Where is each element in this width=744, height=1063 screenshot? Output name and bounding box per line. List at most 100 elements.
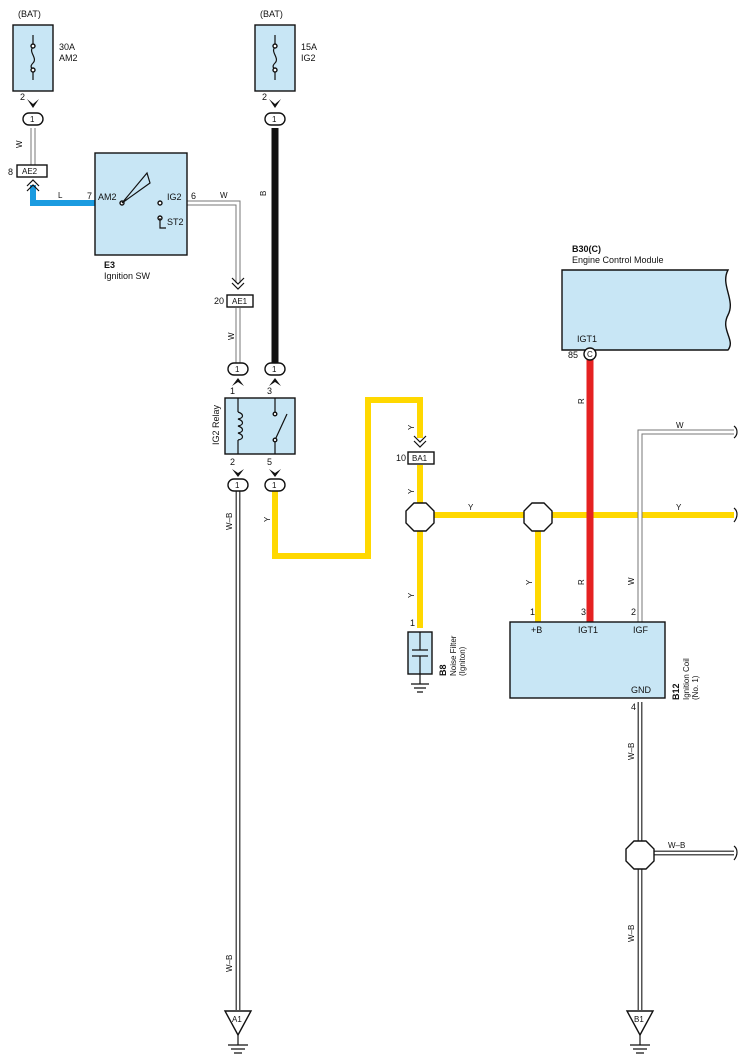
wire-label-wb1: W–B [225, 513, 234, 530]
wire-label-wb2: W–B [225, 955, 234, 972]
junction-1 [405, 502, 435, 532]
wire-label-wb5: W–B [627, 925, 636, 942]
svg-text:2: 2 [631, 607, 636, 617]
wire-label-y6: Y [407, 592, 416, 598]
svg-text:E3: E3 [104, 260, 115, 270]
svg-text:Engine Control Module: Engine Control Module [572, 255, 664, 265]
fuse-ig2-name: IG2 [301, 53, 316, 63]
svg-text:1: 1 [272, 365, 277, 374]
connector-c4 [264, 362, 286, 376]
svg-text:4: 4 [631, 702, 636, 712]
wire-igf-w [637, 429, 734, 622]
svg-text:IG2: IG2 [167, 192, 182, 202]
svg-text:1: 1 [230, 386, 235, 396]
wire-label-wb3: W–B [627, 743, 636, 760]
svg-text:1: 1 [410, 618, 415, 628]
svg-text:Ignition Coil: Ignition Coil [682, 658, 691, 700]
wire-label-r1: R [577, 398, 586, 404]
fuse-ig2-source: (BAT) [260, 9, 283, 19]
svg-text:(No. 1): (No. 1) [691, 675, 700, 700]
svg-text:6: 6 [191, 191, 196, 201]
svg-text:Ignition SW: Ignition SW [104, 271, 151, 281]
wire-label-y4: Y [468, 503, 474, 512]
fuse-am2-name: AM2 [59, 53, 78, 63]
wire-label-y2: Y [407, 424, 416, 430]
wire-label-w2: W [220, 191, 228, 200]
connector-c2 [264, 112, 286, 126]
connector-c5 [227, 478, 249, 492]
svg-text:1: 1 [235, 481, 240, 490]
svg-text:(Igniton): (Igniton) [458, 646, 467, 676]
connector-c1 [22, 112, 44, 126]
wire-label-wb4: W–B [668, 841, 685, 850]
fuse-am2: (BAT) 30A AM2 2 1 [12, 9, 78, 126]
svg-text:10: 10 [396, 453, 406, 463]
svg-text:IG2 Relay: IG2 Relay [211, 404, 221, 445]
wire-ig2-w [185, 200, 241, 283]
svg-text:1: 1 [272, 115, 277, 124]
svg-text:5: 5 [267, 457, 272, 467]
svg-text:IGT1: IGT1 [577, 334, 597, 344]
svg-text:Noise Filter: Noise Filter [449, 635, 458, 676]
fuse-am2-rating: 30A [59, 42, 75, 52]
wire-label-w4: W [676, 421, 684, 430]
wire-label-y1: Y [263, 516, 272, 522]
connector-ae2: 8 AE2 [8, 164, 48, 192]
connector-ba1: Y 10 BA1 [396, 424, 435, 465]
svg-text:1: 1 [30, 115, 35, 124]
ignition-coil: 1 3 2 +B IGT1 IGF GND 4 B12 Ignition Coi… [509, 607, 700, 712]
svg-text:IGT1: IGT1 [578, 625, 598, 635]
svg-text:20: 20 [214, 296, 224, 306]
junction-2 [523, 502, 553, 532]
connector-ae1: 20 AE1 [214, 277, 254, 308]
ig2-relay: IG2 Relay [211, 397, 296, 455]
wire-label-y5: Y [676, 503, 682, 512]
fuse-ig2: (BAT) 15A IG2 2 1 [254, 9, 317, 126]
fuse-am2-pin: 2 [20, 92, 25, 102]
svg-text:85: 85 [568, 350, 578, 360]
svg-text:C: C [587, 350, 593, 359]
fuse-ig2-rating: 15A [301, 42, 317, 52]
wire-label-w1: W [15, 140, 24, 148]
svg-text:3: 3 [267, 386, 272, 396]
wire-end-y [733, 507, 738, 523]
wire-label-l: L [58, 191, 63, 200]
svg-text:B12: B12 [671, 683, 681, 700]
wire-y-relay [272, 397, 423, 559]
svg-text:+B: +B [531, 625, 542, 635]
noise-filter: 1 B8 Noise Filter (Igniton) [407, 618, 467, 693]
svg-text:A1: A1 [232, 1015, 242, 1024]
junction-3 [625, 840, 655, 870]
svg-text:B8: B8 [438, 664, 448, 676]
wire-label-y7: Y [525, 579, 534, 585]
wire-end-w [733, 425, 738, 439]
svg-text:GND: GND [631, 685, 652, 695]
wire-label-y3: Y [407, 488, 416, 494]
fuse-ig2-pin: 2 [262, 92, 267, 102]
svg-text:IGF: IGF [633, 625, 649, 635]
ground-a1: A1 [223, 1010, 253, 1054]
svg-text:1: 1 [235, 365, 240, 374]
wire-end-wb [733, 845, 738, 861]
svg-text:3: 3 [581, 607, 586, 617]
wire-label-w3: W [227, 332, 236, 340]
svg-text:AE2: AE2 [22, 167, 38, 176]
ignition-switch: AM2 IG2 ST2 7 6 E3 Ignition SW [87, 152, 196, 281]
svg-text:ST2: ST2 [167, 217, 184, 227]
wire-label-w5: W [627, 577, 636, 585]
svg-text:B1: B1 [634, 1015, 644, 1024]
svg-text:7: 7 [87, 191, 92, 201]
wire-l [30, 185, 98, 206]
engine-control-module: B30(C) Engine Control Module IGT1 85 C [561, 244, 731, 361]
svg-text:AM2: AM2 [98, 192, 117, 202]
wire-label-b: B [259, 191, 268, 196]
connector-c6 [264, 478, 286, 492]
svg-text:1: 1 [530, 607, 535, 617]
svg-text:B30(C): B30(C) [572, 244, 601, 254]
ground-b1: B1 [625, 1010, 655, 1054]
svg-text:1: 1 [272, 481, 277, 490]
svg-text:2: 2 [230, 457, 235, 467]
wire-label-r2: R [577, 579, 586, 585]
svg-text:8: 8 [8, 167, 13, 177]
